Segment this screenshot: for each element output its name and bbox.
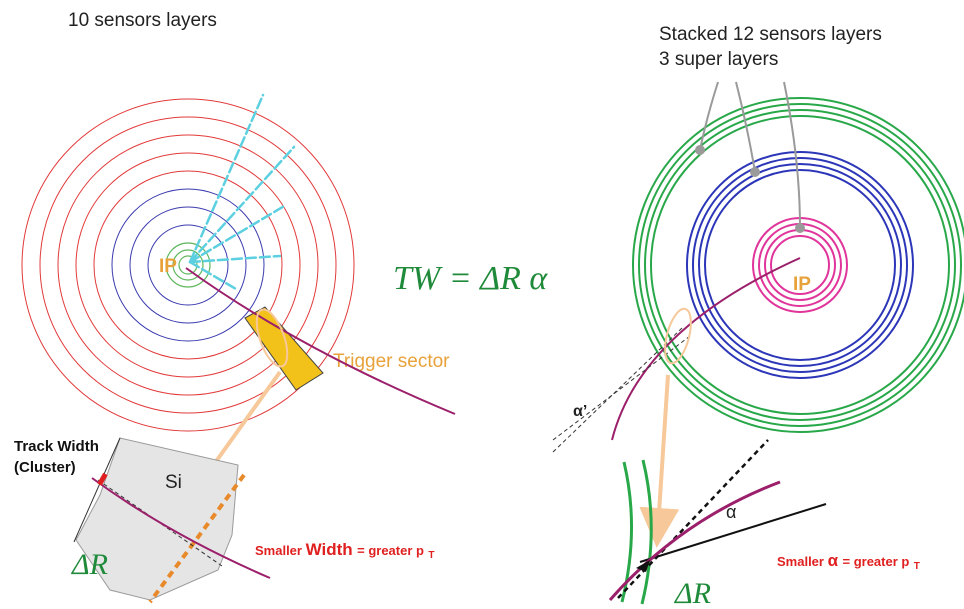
right-panel: Stacked 12 sensors layers 3 super layers: [552, 24, 964, 609]
inner-layer-ring: [111, 188, 265, 342]
left-title: 10 sensors layers: [68, 10, 217, 31]
left-ip-label: IP: [159, 256, 177, 277]
pointer-line: [783, 81, 801, 229]
super-layer-rings: [632, 97, 964, 433]
green-super-layer: [638, 103, 962, 427]
zoomed-track: [608, 480, 781, 601]
core-layer-ring: [165, 242, 211, 288]
caption-width: Width: [306, 540, 353, 559]
right-title-line2: 3 super layers: [659, 49, 778, 70]
particle-track: [611, 257, 801, 441]
alpha-prime-label: α’: [573, 403, 587, 420]
outer-layer-ring: [93, 170, 283, 360]
trigger-sector-label: Trigger sector: [333, 351, 450, 372]
blue-super-layer: [686, 151, 914, 379]
caption-smaller: Smaller: [777, 554, 828, 569]
track-width-sublabel: (Cluster): [14, 459, 76, 476]
pointer-dot: [695, 145, 705, 155]
pink-super-layer: [770, 235, 830, 295]
si-label: Si: [165, 472, 182, 493]
pointer-dot: [750, 167, 760, 177]
zoom-arrow: [639, 374, 680, 548]
green-layer-arc: [640, 459, 653, 605]
green-super-layer: [644, 109, 956, 421]
caption-alpha: α: [828, 551, 839, 570]
caption-greater: = greater p: [357, 543, 424, 558]
outer-layer-ring: [39, 116, 337, 414]
blue-super-layer: [704, 169, 896, 361]
outer-layer-ring: [57, 134, 319, 396]
alpha-prime-line: [552, 327, 683, 453]
reference-dashed-line: [617, 439, 769, 599]
track-rays: [188, 93, 296, 291]
pointer-line: [699, 81, 719, 151]
left-panel: 10 sensors layers IP Trigger sector: [14, 10, 456, 604]
track-width-formula: TW = ΔR α: [393, 260, 548, 297]
zoom-ellipse: [664, 307, 692, 365]
alpha-label: α: [726, 502, 736, 522]
inner-layer-ring: [129, 206, 247, 324]
right-caption: Smaller α = greater p T: [777, 551, 920, 572]
core-layer-ring: [172, 249, 204, 281]
ray: [188, 203, 288, 264]
outer-layer-ring: [75, 152, 301, 378]
left-caption: Smaller Width = greater p T: [255, 540, 435, 561]
inner-layer-ring: [147, 224, 229, 306]
green-layer-arc: [620, 461, 633, 603]
blue-super-layer: [692, 157, 908, 373]
ray: [188, 254, 282, 264]
outer-layer-ring: [21, 98, 355, 432]
right-ip-label: IP: [793, 274, 811, 295]
label-pointers: [695, 81, 805, 233]
blue-super-layer: [698, 163, 902, 367]
ray: [188, 145, 296, 264]
green-super-layer: [632, 97, 964, 433]
sensor-edge: [73, 437, 121, 543]
track-width-label: Track Width: [14, 438, 99, 455]
right-title-line1: Stacked 12 sensors layers: [659, 24, 882, 45]
track-width-marker: [97, 472, 108, 486]
left-delta-r: ΔR: [71, 548, 108, 581]
zoomed-track: [91, 477, 271, 579]
zoom-ellipse: [255, 308, 289, 368]
green-super-layer: [650, 115, 950, 415]
particle-track: [185, 267, 456, 415]
ray: [188, 260, 238, 291]
alpha-prime-line: [552, 335, 691, 441]
sensor-dashed-boundary: [148, 473, 246, 604]
caption-subscript: T: [428, 550, 434, 561]
pointer-line: [735, 81, 756, 173]
alpha-tangent-line: [639, 503, 827, 563]
caption-smaller: Smaller: [255, 543, 306, 558]
angle-marker: [636, 560, 650, 572]
caption-subscript: T: [914, 561, 920, 572]
pointer-dot: [795, 223, 805, 233]
ray: [188, 93, 265, 264]
caption-greater: = greater p: [843, 554, 910, 569]
right-delta-r: ΔR: [674, 577, 711, 609]
